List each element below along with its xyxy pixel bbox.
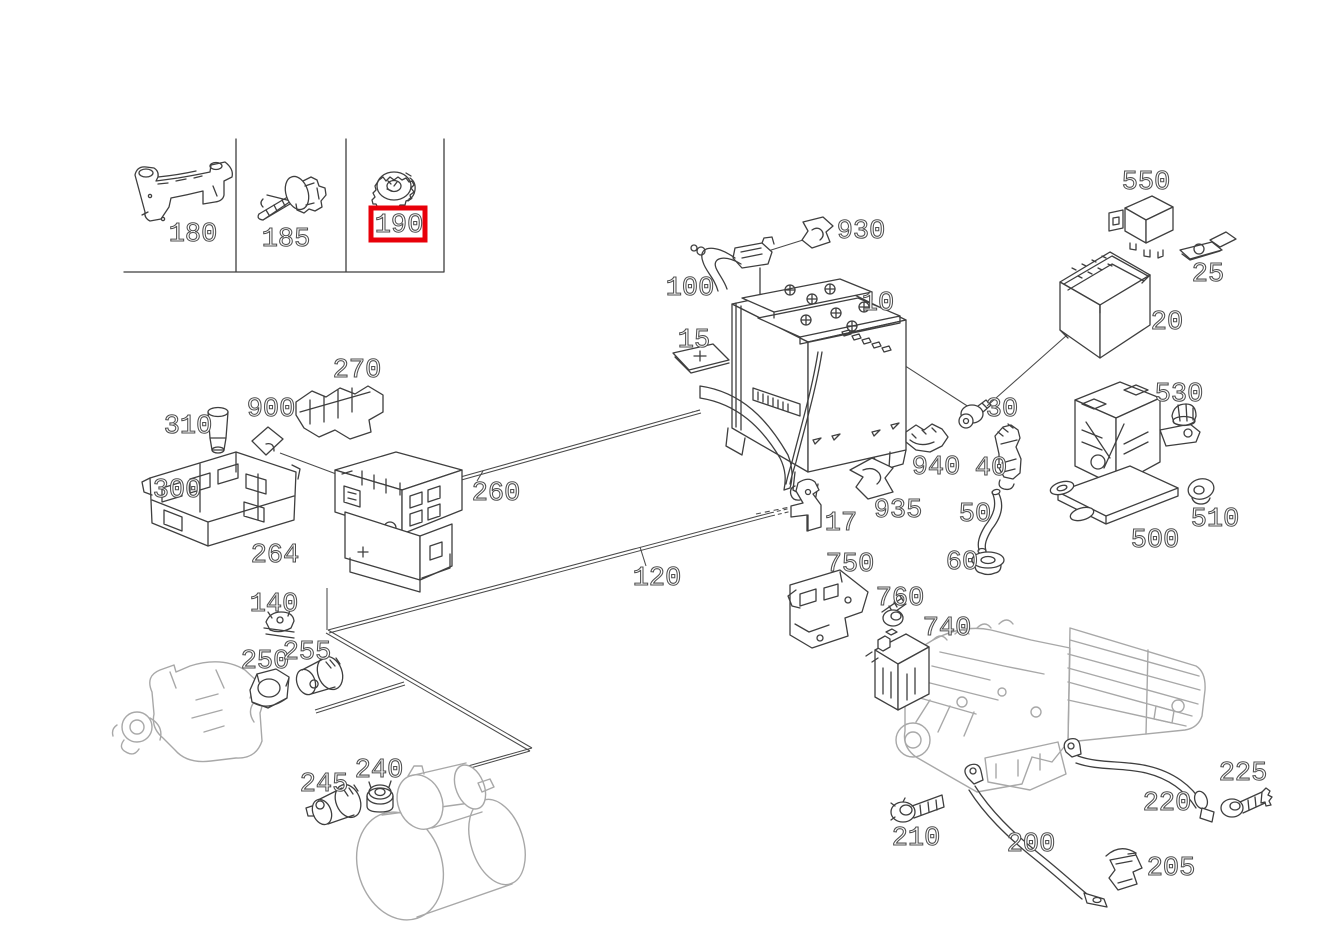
- part-140-callout[interactable]: 140: [249, 589, 299, 620]
- wedge-900-drawing: [251, 426, 284, 456]
- starter-motor-drawing: [355, 762, 526, 921]
- legend-table: [123, 138, 445, 273]
- part-250-callout[interactable]: 250: [240, 646, 290, 677]
- aux-battery-drawing: [1059, 251, 1151, 359]
- clip-205-drawing: [1105, 848, 1143, 891]
- part-185-drawing: [257, 175, 327, 221]
- vent-plug-30-drawing: [958, 399, 992, 429]
- module-264-drawing: [334, 451, 463, 593]
- part-310-callout[interactable]: 310: [163, 411, 213, 442]
- nut-250-drawing: [249, 668, 290, 709]
- fuse-310-drawing: [207, 406, 229, 454]
- ground-strap-220-drawing: [1063, 738, 1215, 823]
- clamp-140-drawing: [263, 609, 295, 639]
- selected-part-highlight: [368, 205, 428, 243]
- bolt-225-drawing: [1220, 787, 1273, 818]
- boot-245-drawing: [305, 783, 362, 826]
- part-550-callout[interactable]: 550: [1121, 167, 1171, 198]
- clip-935-drawing: [849, 457, 894, 500]
- part-100-callout[interactable]: 100: [665, 273, 715, 304]
- bolt-760-drawing: [881, 595, 907, 627]
- part-190-callout[interactable]: 190: [374, 210, 424, 241]
- sensor-25-drawing: [1179, 231, 1237, 261]
- part-245-callout[interactable]: 245: [299, 769, 349, 800]
- part-270-callout[interactable]: 270: [332, 355, 382, 386]
- main-battery-drawing: [699, 278, 907, 503]
- part-225-callout[interactable]: 225: [1218, 758, 1268, 789]
- part-20-callout[interactable]: 20: [1150, 307, 1183, 338]
- part-17-callout[interactable]: 17: [824, 508, 857, 539]
- part-240-callout[interactable]: 240: [354, 755, 404, 786]
- relay-550-drawing: [1108, 195, 1174, 259]
- part-300-callout[interactable]: 300: [152, 475, 202, 506]
- grommet-510-drawing: [1187, 478, 1215, 505]
- part-10-callout[interactable]: 10: [861, 288, 894, 319]
- part-260-callout[interactable]: 260: [471, 478, 521, 509]
- module-500-drawing: [1049, 381, 1201, 525]
- part-940-callout[interactable]: 940: [911, 452, 961, 483]
- part-760-callout[interactable]: 760: [875, 583, 925, 614]
- part-205-callout[interactable]: 205: [1146, 853, 1196, 884]
- fusebox-300-drawing: [141, 451, 301, 547]
- part-900-callout[interactable]: 900: [246, 394, 296, 425]
- part-200-callout[interactable]: 200: [1006, 829, 1056, 860]
- part-60-callout[interactable]: 60: [945, 547, 978, 578]
- part-740-callout[interactable]: 740: [922, 613, 972, 644]
- terminal-cable-drawing: [690, 236, 775, 295]
- part-180-callout[interactable]: 180: [168, 219, 218, 250]
- cover-plate-15-drawing: [672, 343, 730, 374]
- bolt-210-drawing: [890, 794, 945, 823]
- part-15-callout[interactable]: 15: [677, 325, 710, 356]
- part-30-callout[interactable]: 30: [985, 394, 1018, 425]
- part-750-callout[interactable]: 750: [825, 549, 875, 580]
- cable-120-drawing: [314, 505, 802, 770]
- clamp-940-drawing: [905, 423, 949, 453]
- part-185-callout[interactable]: 185: [261, 224, 311, 255]
- part-25-callout[interactable]: 25: [1191, 259, 1224, 290]
- part-930-callout[interactable]: 930: [836, 216, 886, 247]
- bracket-270-drawing: [295, 385, 384, 440]
- capacitor-740-drawing: [865, 628, 930, 711]
- part-50-callout[interactable]: 50: [958, 499, 991, 530]
- part-264-callout[interactable]: 264: [250, 540, 300, 571]
- elbow-40-drawing: [994, 423, 1022, 491]
- engine-transmission-drawing: [895, 619, 1206, 793]
- bracket-750-drawing: [787, 569, 869, 649]
- part-530-callout[interactable]: 530: [1154, 379, 1204, 410]
- part-500-callout[interactable]: 500: [1130, 525, 1180, 556]
- part-120-callout[interactable]: 120: [632, 563, 682, 594]
- nut-240-drawing: [366, 780, 394, 813]
- clip-930-drawing: [801, 216, 834, 249]
- boot-255-drawing: [295, 655, 344, 696]
- holder-17-drawing: [755, 478, 822, 532]
- part-220-callout[interactable]: 220: [1142, 788, 1192, 819]
- part-510-callout[interactable]: 510: [1190, 504, 1240, 535]
- part-180-drawing: [134, 161, 233, 222]
- part-190-drawing: [371, 171, 416, 211]
- part-40-callout[interactable]: 40: [974, 453, 1007, 484]
- ground-strap-200-drawing: [964, 763, 1108, 908]
- part-935-callout[interactable]: 935: [873, 495, 923, 526]
- grommet-60-drawing: [971, 551, 1005, 576]
- part-210-callout[interactable]: 210: [891, 823, 941, 854]
- part-255-callout[interactable]: 255: [282, 637, 332, 668]
- cap-530-drawing: [1171, 403, 1197, 427]
